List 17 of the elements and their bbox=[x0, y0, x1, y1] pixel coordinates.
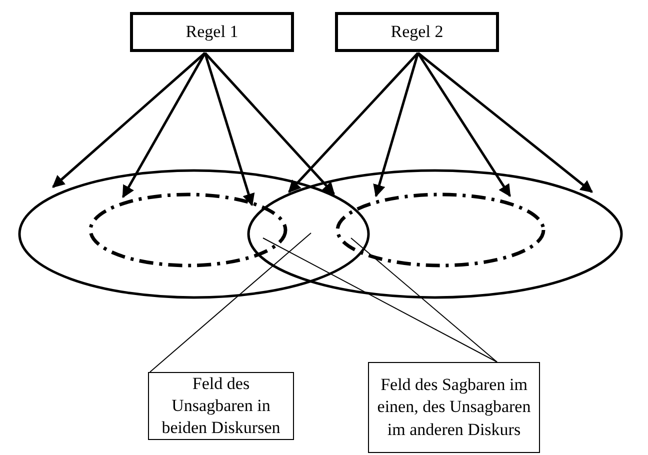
arrow bbox=[288, 52, 419, 193]
dash-dot-ellipse bbox=[87, 191, 289, 269]
arrow bbox=[122, 52, 206, 198]
text-box: Feld des Sagbaren im einen, des Unsagbaren im anderen Diskurs bbox=[368, 362, 540, 453]
arrow bbox=[417, 52, 593, 193]
arrow bbox=[204, 52, 335, 195]
leader-line bbox=[262, 238, 498, 362]
dash-dot-ellipse bbox=[334, 191, 547, 269]
text-box: Feld des Unsagbaren in beiden Diskursen bbox=[148, 372, 294, 440]
ellipse bbox=[246, 168, 624, 300]
arrow bbox=[52, 52, 206, 188]
ellipse bbox=[17, 168, 371, 300]
leader-line bbox=[150, 232, 312, 372]
leader-line bbox=[350, 238, 498, 362]
arrow bbox=[416, 52, 512, 198]
arrow bbox=[373, 52, 420, 198]
arrow bbox=[204, 52, 255, 206]
